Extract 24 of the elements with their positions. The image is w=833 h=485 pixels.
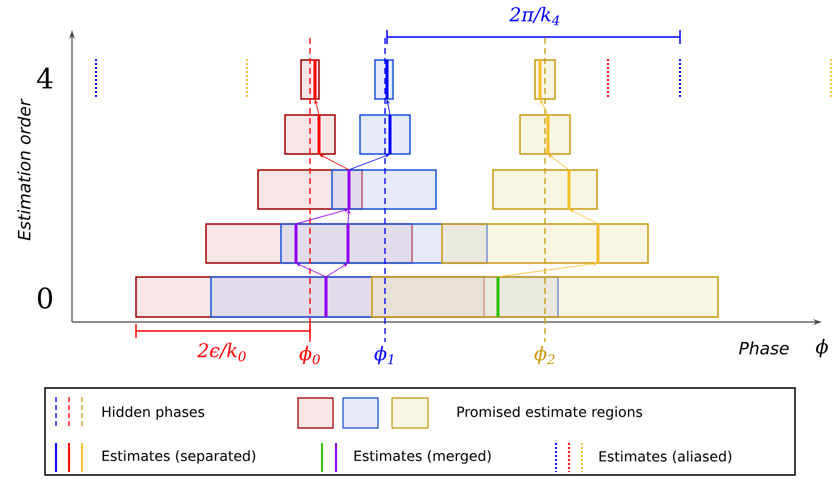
estimate-bar	[388, 115, 392, 154]
phase-label: ϕ$_{2}$	[534, 346, 554, 364]
legend-text: Hidden phases	[102, 406, 204, 420]
legend-text: Estimates (separated)	[102, 450, 256, 464]
phase-label: ϕ$_{0}$	[300, 346, 320, 364]
arrow	[548, 154, 570, 170]
legend-text: Estimates (aliased)	[600, 450, 732, 464]
bracket-label: 2π/k$_{4}$	[509, 6, 560, 26]
estimate-bar	[294, 224, 298, 263]
axis-title: Estimation order	[17, 98, 31, 240]
estimate-bar	[324, 277, 328, 317]
phase-label: ϕ$_{1}$	[374, 346, 393, 364]
bracket-label: 2ϵ/k$_{0}$	[197, 342, 246, 362]
legend-text: Estimates (merged)	[354, 450, 491, 464]
estimate-bar	[596, 224, 600, 263]
estimate-bar	[346, 224, 350, 263]
order-number: 4	[36, 68, 52, 88]
axis-symbol: ϕ	[816, 338, 828, 358]
estimate-bar	[318, 115, 320, 154]
legend-text: Promised estimate regions	[458, 406, 642, 420]
estimate-bar	[496, 277, 500, 317]
order-number: 0	[38, 287, 52, 309]
axis-title: Phase	[739, 341, 789, 355]
estimate-bar	[568, 170, 570, 209]
